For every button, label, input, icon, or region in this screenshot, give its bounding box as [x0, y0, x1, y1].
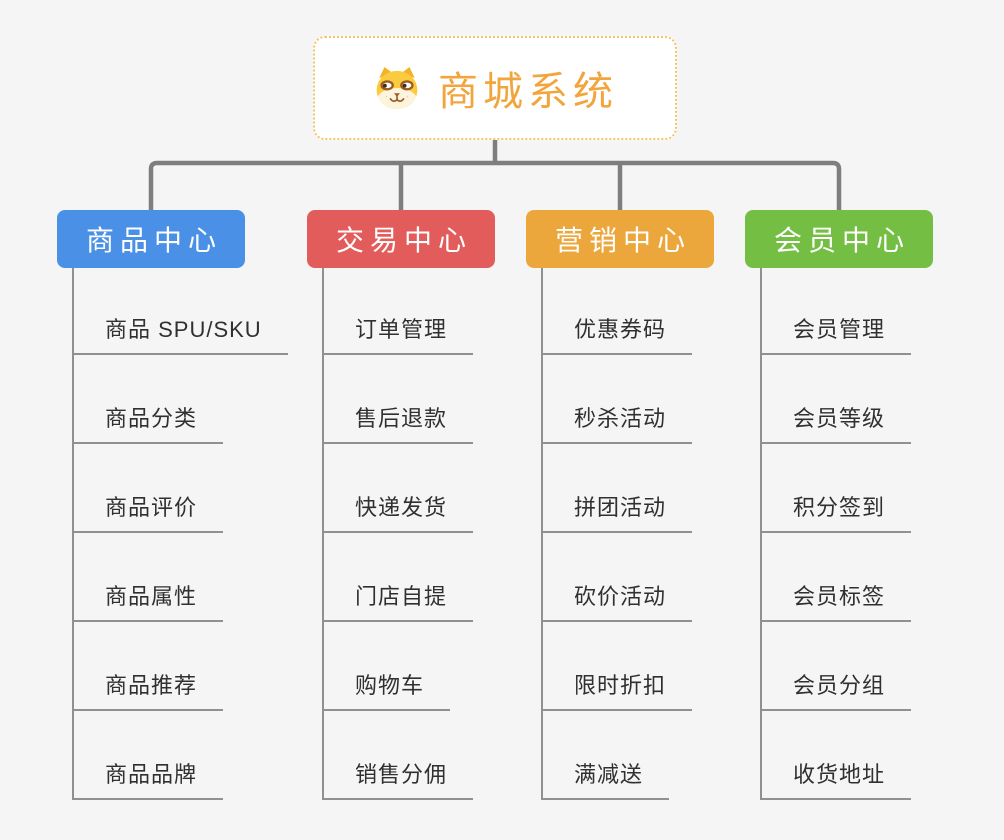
child-topic[interactable]: 收货地址 [760, 749, 912, 800]
root-topic-label: 商城系统 [438, 70, 618, 114]
child-topic[interactable]: 门店自提 [322, 571, 474, 622]
child-topic[interactable]: 商品 SPU/SKU [72, 304, 288, 355]
branch-member-center: 会员中心 会员管理会员等级积分签到会员标签会员分组收货地址 [745, 210, 933, 840]
child-topic[interactable]: 会员分组 [760, 660, 912, 711]
child-topic[interactable]: 秒杀活动 [541, 393, 693, 444]
child-topic[interactable]: 砍价活动 [541, 571, 693, 622]
branch-topic-product-center[interactable]: 商品中心 [57, 210, 245, 268]
child-topic[interactable]: 订单管理 [322, 304, 474, 355]
child-topic[interactable]: 积分签到 [760, 482, 912, 533]
branch-trade-center: 交易中心 订单管理售后退款快递发货门店自提购物车销售分佣 [307, 210, 495, 840]
root-topic[interactable]: 商城系统 [313, 36, 677, 140]
child-topic[interactable]: 购物车 [322, 660, 451, 711]
dog-icon [376, 66, 418, 110]
child-topic[interactable]: 商品评价 [72, 482, 224, 533]
child-topic[interactable]: 拼团活动 [541, 482, 693, 533]
child-topic[interactable]: 商品推荐 [72, 660, 224, 711]
branch-topic-marketing-center[interactable]: 营销中心 [526, 210, 714, 268]
child-topic[interactable]: 会员标签 [760, 571, 912, 622]
child-topic[interactable]: 优惠券码 [541, 304, 693, 355]
child-topic[interactable]: 售后退款 [322, 393, 474, 444]
child-topic[interactable]: 会员管理 [760, 304, 912, 355]
branch-trunk-line [760, 268, 762, 800]
branch-marketing-center: 营销中心 优惠券码秒杀活动拼团活动砍价活动限时折扣满减送 [526, 210, 714, 840]
branch-trunk-line [322, 268, 324, 800]
child-topic[interactable]: 限时折扣 [541, 660, 693, 711]
child-topic[interactable]: 会员等级 [760, 393, 912, 444]
child-topic[interactable]: 销售分佣 [322, 749, 474, 800]
branch-trunk-line [72, 268, 74, 800]
child-topic[interactable]: 商品属性 [72, 571, 224, 622]
branch-trunk-line [541, 268, 543, 800]
branch-topic-member-center[interactable]: 会员中心 [745, 210, 933, 268]
child-topic[interactable]: 商品分类 [72, 393, 224, 444]
child-topic[interactable]: 快递发货 [322, 482, 474, 533]
branch-product-center: 商品中心 商品 SPU/SKU 商品分类商品评价商品属性商品推荐商品品牌 [57, 210, 288, 840]
child-topic[interactable]: 满减送 [541, 749, 670, 800]
child-topic[interactable]: 商品品牌 [72, 749, 224, 800]
branch-topic-trade-center[interactable]: 交易中心 [307, 210, 495, 268]
